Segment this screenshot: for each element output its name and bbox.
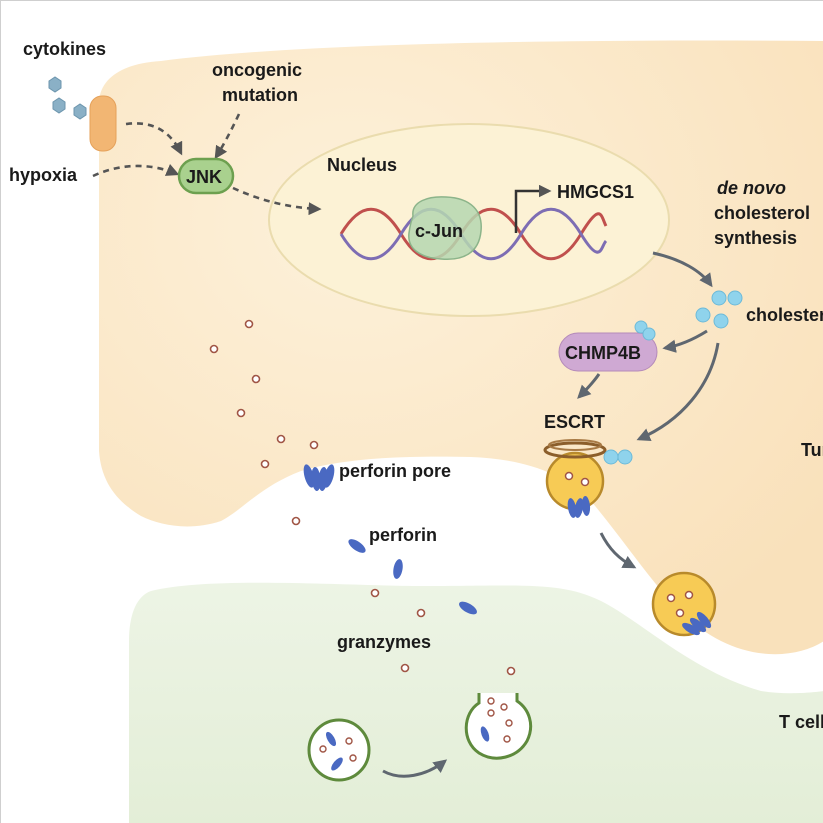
granzyme-dot xyxy=(487,709,495,717)
label-c-jun: c-Jun xyxy=(415,221,463,241)
perforin-molecule xyxy=(459,601,477,615)
cholesterol-molecule xyxy=(603,449,619,465)
granzyme-dot xyxy=(684,590,694,600)
jnk-node xyxy=(177,157,235,195)
membrane-perforin-pore xyxy=(303,464,335,491)
arrow-jnk-to-nucleus xyxy=(232,186,322,216)
lytic-granule xyxy=(307,718,371,782)
granzyme-dot xyxy=(666,593,676,603)
chmp4b-node xyxy=(558,332,658,372)
label-perforin: perforin xyxy=(369,525,437,545)
label-perforin-pore: perforin pore xyxy=(339,461,451,481)
arrow-cholesterol-to-escrt xyxy=(636,342,720,441)
label-hypoxia: hypoxia xyxy=(9,165,78,185)
granzyme-dot xyxy=(345,737,353,745)
label-mutation: mutation xyxy=(222,85,298,105)
cytokine-icon xyxy=(73,103,87,120)
arrow-oncogenic-to-jnk xyxy=(214,113,241,160)
label-chmp4b: CHMP4B xyxy=(565,343,641,363)
granzyme-dot xyxy=(487,697,495,705)
escrt-ring xyxy=(548,439,602,451)
cholesterol-molecule xyxy=(617,449,633,465)
label-cholesterol-synthesis-1: cholesterol xyxy=(714,203,810,223)
granzyme-dot xyxy=(349,754,357,762)
cholesterol-molecule xyxy=(713,313,729,329)
granzyme-dot xyxy=(505,719,513,727)
label-cholesterol-synthesis-2: synthesis xyxy=(714,228,797,248)
perforin-molecule xyxy=(393,559,403,579)
arrow-granule-to-fusion xyxy=(382,759,448,778)
label-tumor-cell: Tumor cell xyxy=(801,440,823,460)
cholesterol-molecule xyxy=(642,327,656,341)
label-oncogenic: oncogenic xyxy=(212,60,302,80)
cholesterol-molecule xyxy=(727,290,743,306)
transcription-start-arrow xyxy=(514,184,552,233)
granzyme-dot xyxy=(500,703,508,711)
label-cytokines: cytokines xyxy=(23,39,106,59)
granzyme-dot xyxy=(580,477,590,487)
cytokine-icon xyxy=(52,97,66,114)
granzyme-dot xyxy=(675,608,685,618)
cholesterol-molecule xyxy=(695,307,711,323)
granzyme-dot xyxy=(503,735,511,743)
label-nucleus: Nucleus xyxy=(327,155,397,175)
fusing-granule xyxy=(464,693,533,760)
perforin-molecule xyxy=(325,731,337,747)
granzyme-dot xyxy=(564,471,574,481)
t-cell-body xyxy=(129,582,823,823)
cholesterol-molecule xyxy=(711,290,727,306)
label-t-cell: T cell xyxy=(779,712,823,732)
perforin-pore xyxy=(682,611,712,636)
granzyme-scatter xyxy=(209,319,516,676)
granzyme-dot xyxy=(319,745,327,753)
label-escrt: ESCRT xyxy=(544,412,605,432)
label-granzymes: granzymes xyxy=(337,632,431,652)
arrow-hypoxia-to-jnk xyxy=(92,163,180,178)
label-de-novo: de novo xyxy=(717,178,786,198)
perforin-pore xyxy=(567,496,591,518)
cytokine-receptor xyxy=(89,95,117,152)
dna-strand-red xyxy=(339,207,608,261)
label-jnk: JNK xyxy=(186,167,222,187)
arrow-cholesterol-to-chmp4b xyxy=(662,329,708,353)
cytokine-icon xyxy=(48,76,62,93)
perforin-molecule xyxy=(480,726,490,742)
escrt-vesicle xyxy=(545,451,605,511)
c-jun-protein xyxy=(408,196,482,261)
label-cholesterol: cholesterol xyxy=(746,305,823,325)
escrt-ring xyxy=(543,441,607,459)
arrow-receptor-to-jnk xyxy=(125,122,183,156)
arrow-chmp4b-to-escrt xyxy=(577,373,601,399)
arrow-nucleus-to-cholesterol xyxy=(652,251,713,288)
perforin-molecule xyxy=(348,539,366,553)
label-hmgcs1: HMGCS1 xyxy=(557,182,634,202)
perforin-molecule xyxy=(331,757,343,771)
dna-strand-purple xyxy=(339,207,608,261)
arrow-escrt-to-released-vesicle xyxy=(599,532,637,569)
